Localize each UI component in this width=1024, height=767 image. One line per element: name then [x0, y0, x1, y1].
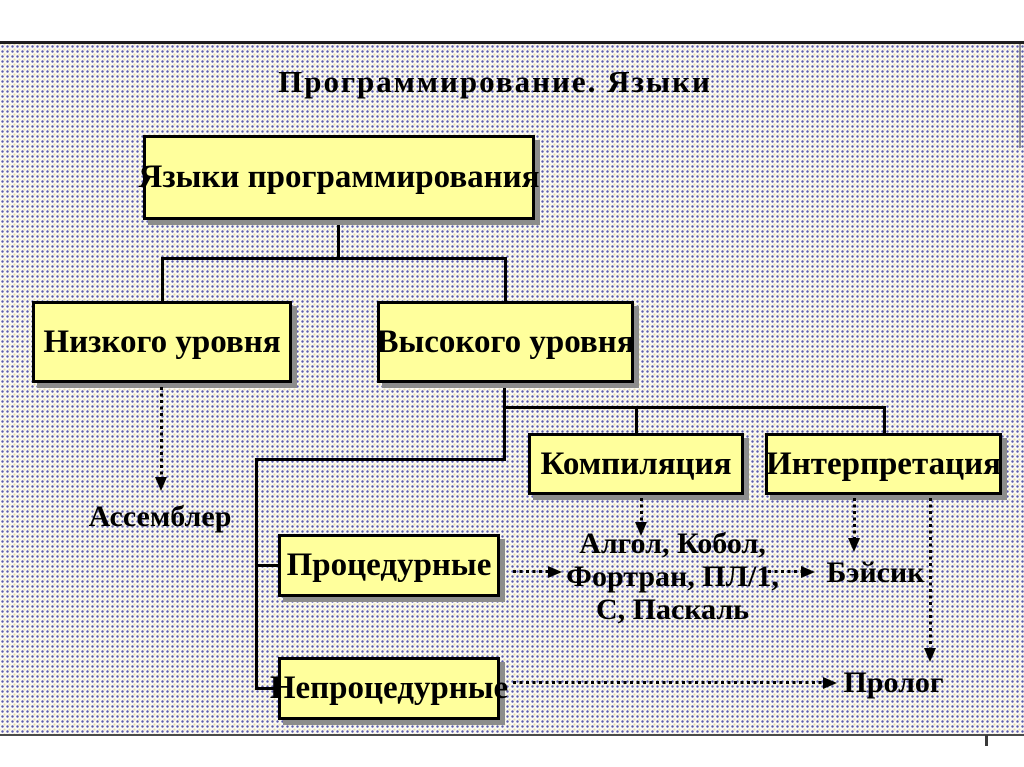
compiled-languages-line1: Алгол, Кобол,	[579, 527, 766, 560]
connector-to-non-procedural	[255, 687, 280, 690]
arrow-interpretation-to-basic	[853, 498, 856, 539]
top-border-line	[0, 41, 1024, 44]
node-compilation: Компиляция	[528, 433, 744, 495]
connector-level2-bus	[503, 406, 886, 409]
right-edge-line	[1019, 44, 1021, 148]
connector-to-procedural	[255, 564, 280, 567]
connector-to-high-level	[504, 257, 507, 302]
node-label: Непроцедурные	[269, 670, 509, 706]
connector-bracket-vertical	[255, 458, 258, 690]
arrow-compilation-to-languages	[640, 498, 643, 523]
arrowhead-down-icon	[848, 538, 860, 552]
node-non-procedural: Непроцедурные	[270, 657, 508, 720]
arrow-procedural-to-languages	[513, 570, 549, 573]
node-programming-languages: Языки программирования	[138, 135, 540, 220]
arrowhead-down-icon	[635, 522, 647, 536]
node-procedural: Процедурные	[278, 534, 500, 597]
node-interpretation: Интерпретация	[765, 433, 1002, 495]
connector-to-low-level	[161, 257, 164, 302]
node-label: Языки программирования	[138, 159, 540, 195]
connector-level1-bus	[161, 257, 507, 260]
slide-title: Программирование. Языки	[278, 64, 712, 99]
connector-high-down	[503, 383, 506, 461]
label-prolog: Пролог	[843, 666, 944, 699]
arrowhead-right-icon	[548, 566, 562, 578]
arrow-languages-to-basic	[768, 570, 802, 573]
arrowhead-down-icon	[155, 477, 167, 491]
connector-to-interpretation	[883, 406, 886, 435]
node-low-level: Низкого уровня	[32, 301, 292, 383]
label-compiled-languages: Алгол, Кобол, Фортран, ПЛ/1, С, Паскаль	[540, 527, 805, 626]
arrow-interpretation-to-prolog	[929, 498, 932, 649]
bottom-border-line	[0, 734, 1024, 736]
node-high-level: Высокого уровня	[376, 301, 635, 383]
bottom-right-tick	[985, 735, 988, 746]
connector-root-down	[337, 220, 340, 260]
compiled-languages-line2: Фортран, ПЛ/1,	[566, 560, 779, 593]
connector-bracket-top	[255, 458, 506, 461]
label-basic: Бэйсик	[826, 556, 925, 589]
arrow-non-procedural-to-prolog	[513, 681, 824, 684]
node-label: Компиляция	[540, 445, 732, 482]
arrowhead-right-icon	[823, 677, 837, 689]
node-label: Высокого уровня	[376, 323, 635, 360]
connector-to-compilation	[635, 406, 638, 435]
node-label: Процедурные	[286, 547, 492, 583]
node-label: Интерпретация	[766, 445, 1001, 482]
compiled-languages-line3: С, Паскаль	[595, 593, 750, 626]
arrow-low-to-assembler	[160, 387, 163, 477]
arrowhead-down-icon	[924, 648, 936, 662]
arrowhead-right-icon	[801, 566, 815, 578]
node-label: Низкого уровня	[43, 323, 281, 360]
label-assembler: Ассемблер	[88, 500, 232, 533]
